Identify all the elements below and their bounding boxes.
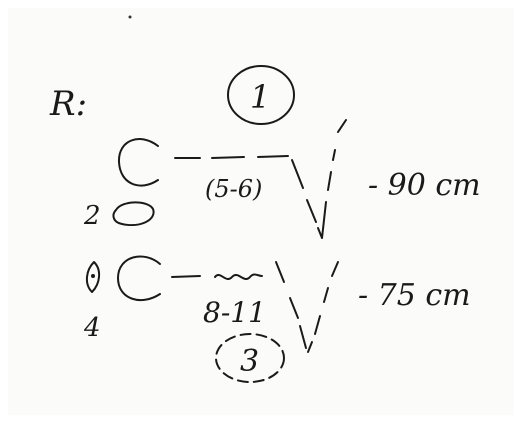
speck <box>128 15 132 19</box>
lower-dashed-line <box>171 275 201 278</box>
label-r: R: <box>49 84 87 124</box>
paper-background <box>8 8 514 415</box>
spindle-dot <box>91 274 95 278</box>
upper-range: (5-6) <box>205 175 262 203</box>
lower-range: 8-11 <box>203 296 266 329</box>
lower-measure: - 75 cm <box>358 278 471 313</box>
circle-1-outline <box>227 65 295 125</box>
upper-dashed-v <box>291 119 347 239</box>
label-2: 2 <box>83 201 101 231</box>
spindle-shape <box>86 261 100 293</box>
upper-measure: - 90 cm <box>368 168 481 203</box>
circle-1-number: 1 <box>250 78 270 116</box>
circle-3-dashed-outline <box>215 333 285 383</box>
lower-dashed-v <box>275 261 339 353</box>
circle-3-number: 3 <box>240 344 259 379</box>
lower-open-circle <box>117 255 161 302</box>
upper-open-circle <box>117 138 159 187</box>
label-4: 4 <box>83 313 101 343</box>
lower-squiggle <box>214 273 263 280</box>
small-ellipse-2 <box>112 201 155 226</box>
upper-dashed-line <box>174 155 289 159</box>
